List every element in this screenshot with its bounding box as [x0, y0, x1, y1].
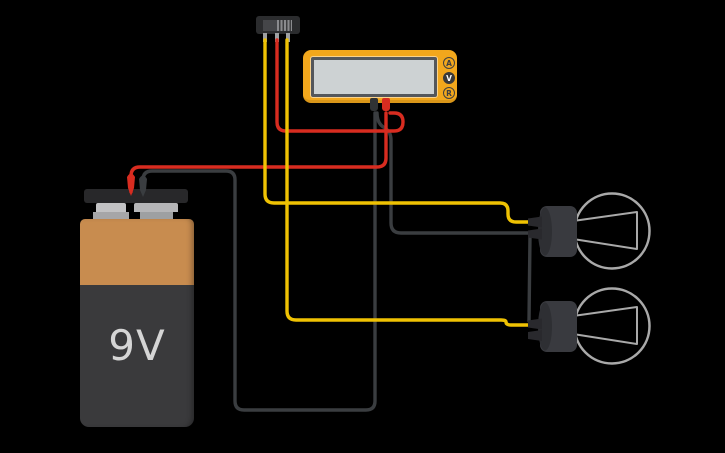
- battery-negative-clip[interactable]: [139, 175, 147, 198]
- switch-pin-common[interactable]: [275, 33, 279, 42]
- lightbulb-2[interactable]: [518, 282, 663, 377]
- amps-mode-button[interactable]: A: [443, 57, 455, 69]
- bulb2-filament-horn: [572, 306, 638, 345]
- bulb1-glass: [573, 192, 651, 270]
- battery-positive-clip[interactable]: [127, 173, 135, 197]
- battery-negative-terminal-base: [140, 212, 173, 221]
- wire-black-bulb1-to-bulb2[interactable]: [527, 234, 532, 323]
- battery-voltage-label: 9V: [108, 321, 166, 370]
- volts-mode-button[interactable]: V: [443, 72, 455, 84]
- wire-yellow-switch-to-bulb1[interactable]: [263, 38, 530, 224]
- multimeter[interactable]: A V R: [303, 50, 457, 111]
- multimeter-negative-terminal[interactable]: [370, 98, 378, 111]
- wire-yellow-switch-to-bulb2[interactable]: [285, 38, 530, 327]
- resistance-mode-button[interactable]: R: [443, 87, 455, 99]
- wire-red-battery-to-multimeter[interactable]: [129, 111, 388, 194]
- slide-switch-knob[interactable]: [277, 20, 292, 31]
- bulb1-terminal-1[interactable]: [528, 216, 542, 228]
- switch-pin-right[interactable]: [286, 33, 290, 42]
- bulb2-terminal-1[interactable]: [528, 318, 542, 330]
- battery-positive-terminal[interactable]: [96, 203, 126, 212]
- multimeter-display: [311, 57, 437, 97]
- wire-red-switch-to-multimeter[interactable]: [275, 38, 405, 133]
- wire-black-multimeter-to-bulb1[interactable]: [375, 111, 530, 235]
- lightbulb-1[interactable]: [518, 187, 663, 282]
- wire-black-battery-to-multimeter[interactable]: [141, 111, 377, 412]
- bulb1-filament-horn: [572, 211, 638, 250]
- bulb2-glass: [573, 287, 651, 365]
- battery-9v[interactable]: 9V: [80, 219, 194, 427]
- battery-positive-terminal-base: [93, 212, 129, 221]
- battery-negative-terminal[interactable]: [134, 203, 178, 212]
- switch-pin-left[interactable]: [263, 33, 267, 42]
- multimeter-positive-terminal[interactable]: [382, 98, 390, 111]
- bulb1-terminal-2[interactable]: [528, 228, 542, 240]
- bulb2-terminal-2[interactable]: [528, 330, 542, 341]
- battery-cap: [84, 189, 188, 203]
